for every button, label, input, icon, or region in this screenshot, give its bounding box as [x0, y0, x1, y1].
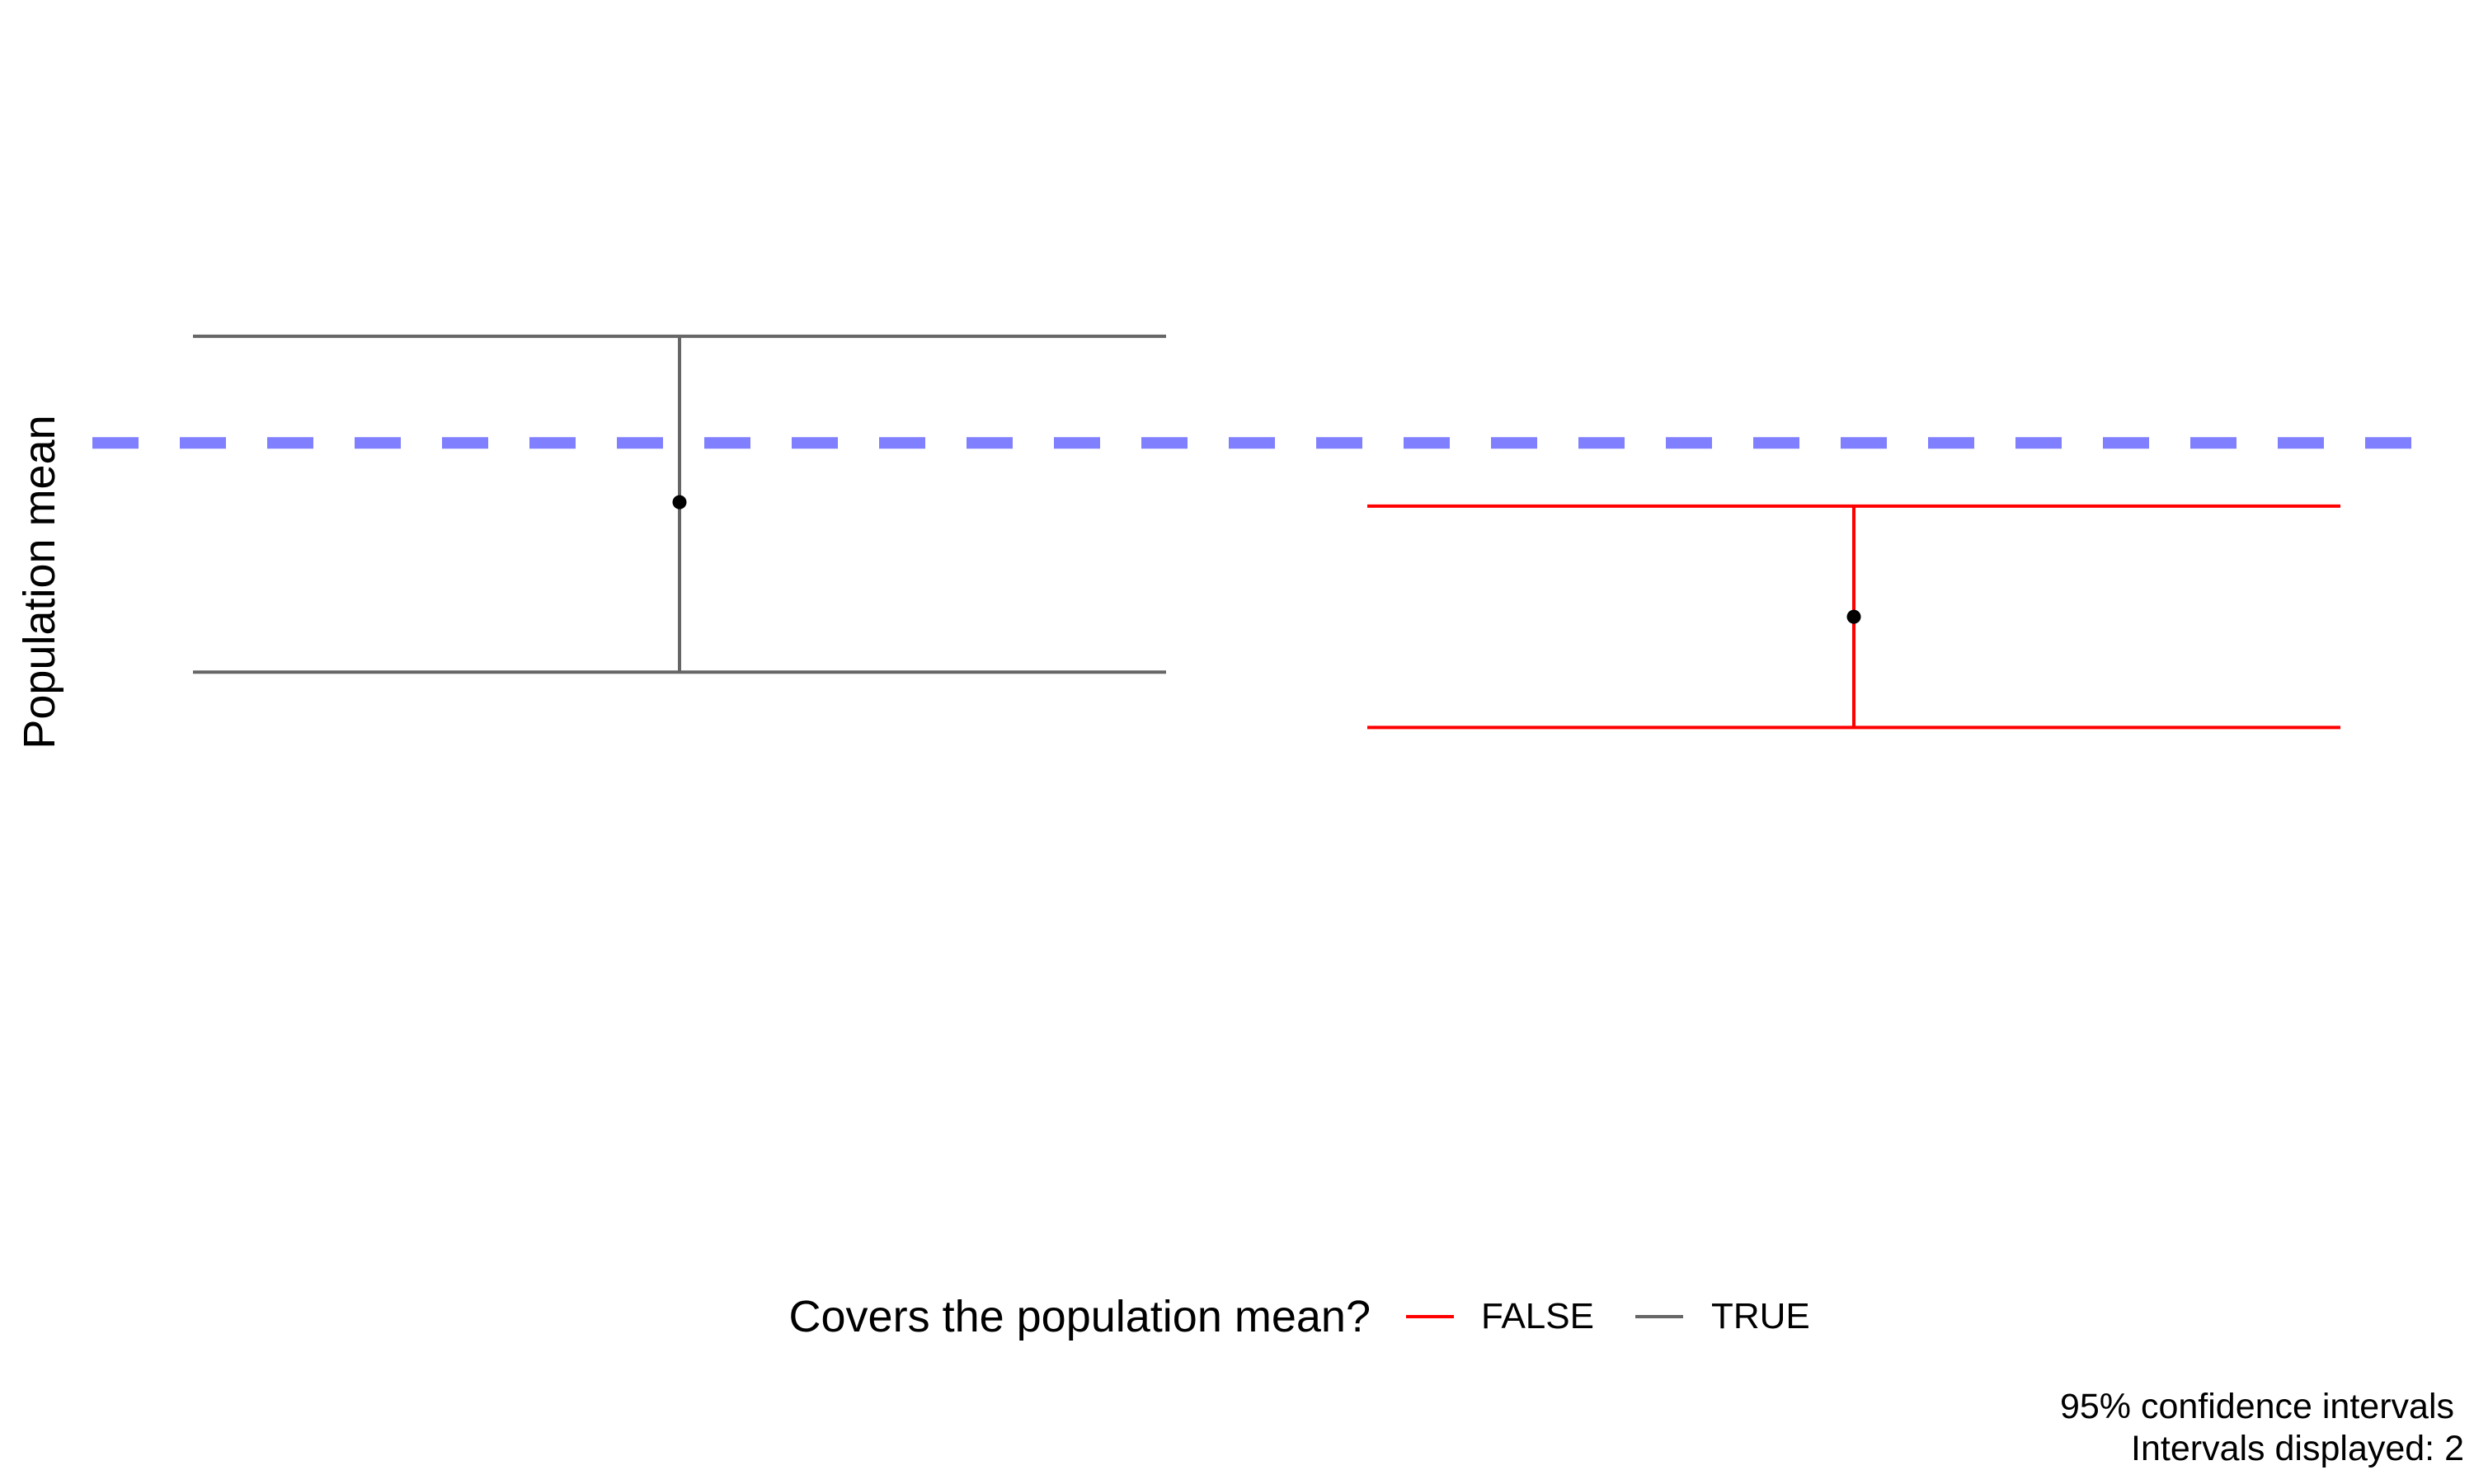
legend-title: Covers the population mean? — [789, 1292, 1371, 1341]
plot-marks — [92, 334, 2441, 730]
interval-2-estimate-point — [1846, 609, 1861, 624]
y-axis-label: Population mean — [15, 415, 64, 749]
interval-1-estimate-point — [672, 495, 687, 510]
caption-line-2: Intervals displayed: 2 — [2131, 1429, 2464, 1468]
caption: 95% confidence intervals Intervals displ… — [2060, 1387, 2464, 1468]
caption-line-1: 95% confidence intervals — [2060, 1387, 2454, 1426]
legend-label-true: TRUE — [1711, 1296, 1810, 1336]
legend-label-false: FALSE — [1481, 1296, 1594, 1336]
legend: Covers the population mean? FALSE TRUE — [789, 1292, 1810, 1341]
